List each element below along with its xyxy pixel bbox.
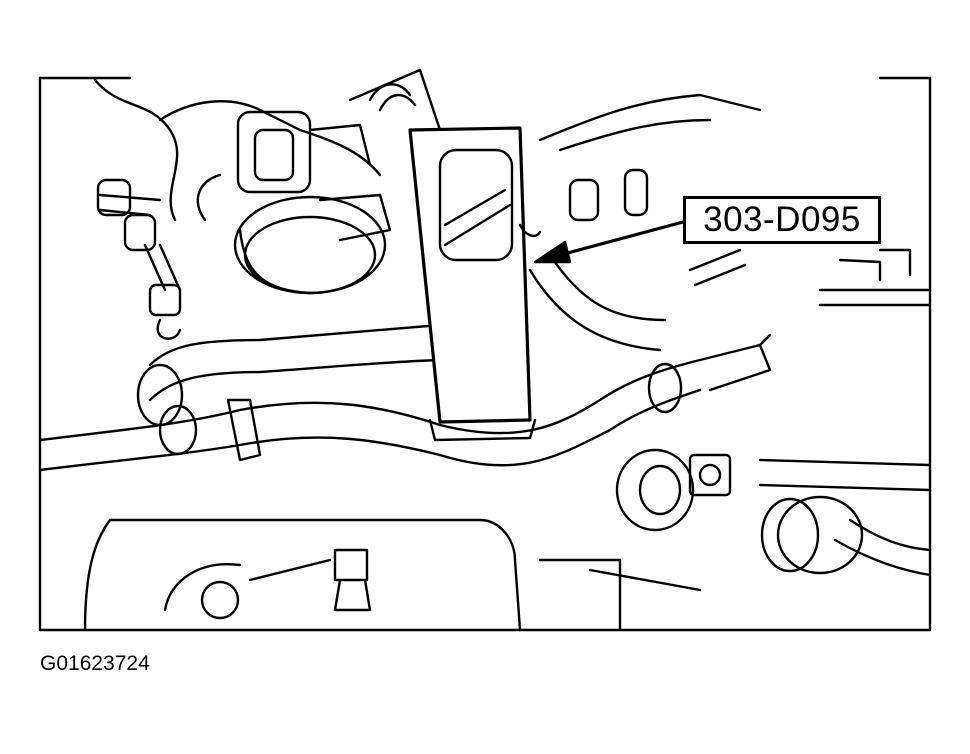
lower-hose [38, 323, 772, 472]
figure-id: G01623724 [40, 652, 150, 675]
left-hoses [96, 178, 182, 340]
lower-right-components [615, 448, 932, 577]
callout-arrow [518, 220, 685, 264]
engine-block [83, 518, 702, 632]
right-hoses [528, 93, 932, 352]
engine-outline [38, 76, 932, 632]
throttle-body [93, 68, 442, 295]
special-tool [408, 126, 537, 442]
tool-callout-label: 303-D095 [683, 196, 881, 244]
